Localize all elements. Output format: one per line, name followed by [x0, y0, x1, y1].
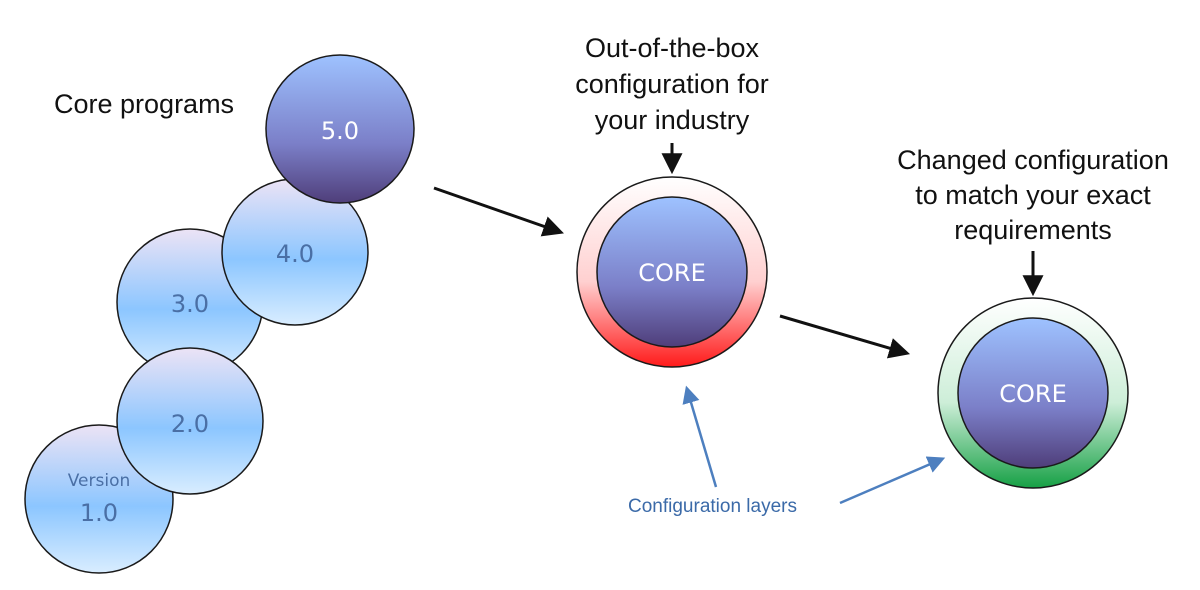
- version-circle-5: 5.0: [265, 54, 415, 204]
- custom-core-circle: [957, 317, 1109, 469]
- industry-config-label: Out-of-the-box configuration for your in…: [575, 33, 769, 135]
- custom-config-label: Changed configuration to match your exac…: [897, 145, 1169, 245]
- version-label-1: 1.0: [80, 499, 118, 527]
- custom-config-line-2: to match your exact: [915, 180, 1151, 210]
- industry-core-node: CORE: [576, 176, 768, 368]
- industry-core-circle: [596, 196, 748, 348]
- arrow-to-custom-core: [779, 314, 911, 359]
- core-programs-title: Core programs: [54, 89, 234, 119]
- industry-config-line-1: Out-of-the-box: [585, 33, 760, 63]
- custom-config-line-3: requirements: [954, 215, 1112, 245]
- version-label-5: 5.0: [321, 117, 359, 145]
- configuration-layers-label: Configuration layers: [628, 496, 797, 517]
- industry-config-line-3: your industry: [595, 105, 750, 135]
- version-circle-2: 2.0: [116, 347, 264, 495]
- version-sublabel-1: Version: [68, 471, 131, 491]
- version-label-2: 2.0: [171, 410, 209, 438]
- config-layer-arrow-red: [682, 385, 718, 488]
- custom-core-label: CORE: [999, 380, 1067, 408]
- config-layer-arrow-green: [839, 456, 946, 505]
- custom-config-line-1: Changed configuration: [897, 145, 1169, 175]
- custom-core-node: CORE: [937, 297, 1129, 489]
- industry-core-label: CORE: [638, 259, 706, 287]
- industry-config-line-2: configuration for: [575, 69, 769, 99]
- arrow-to-industry-core: [433, 186, 564, 237]
- version-label-3: 3.0: [171, 290, 209, 318]
- version-label-4: 4.0: [276, 240, 314, 268]
